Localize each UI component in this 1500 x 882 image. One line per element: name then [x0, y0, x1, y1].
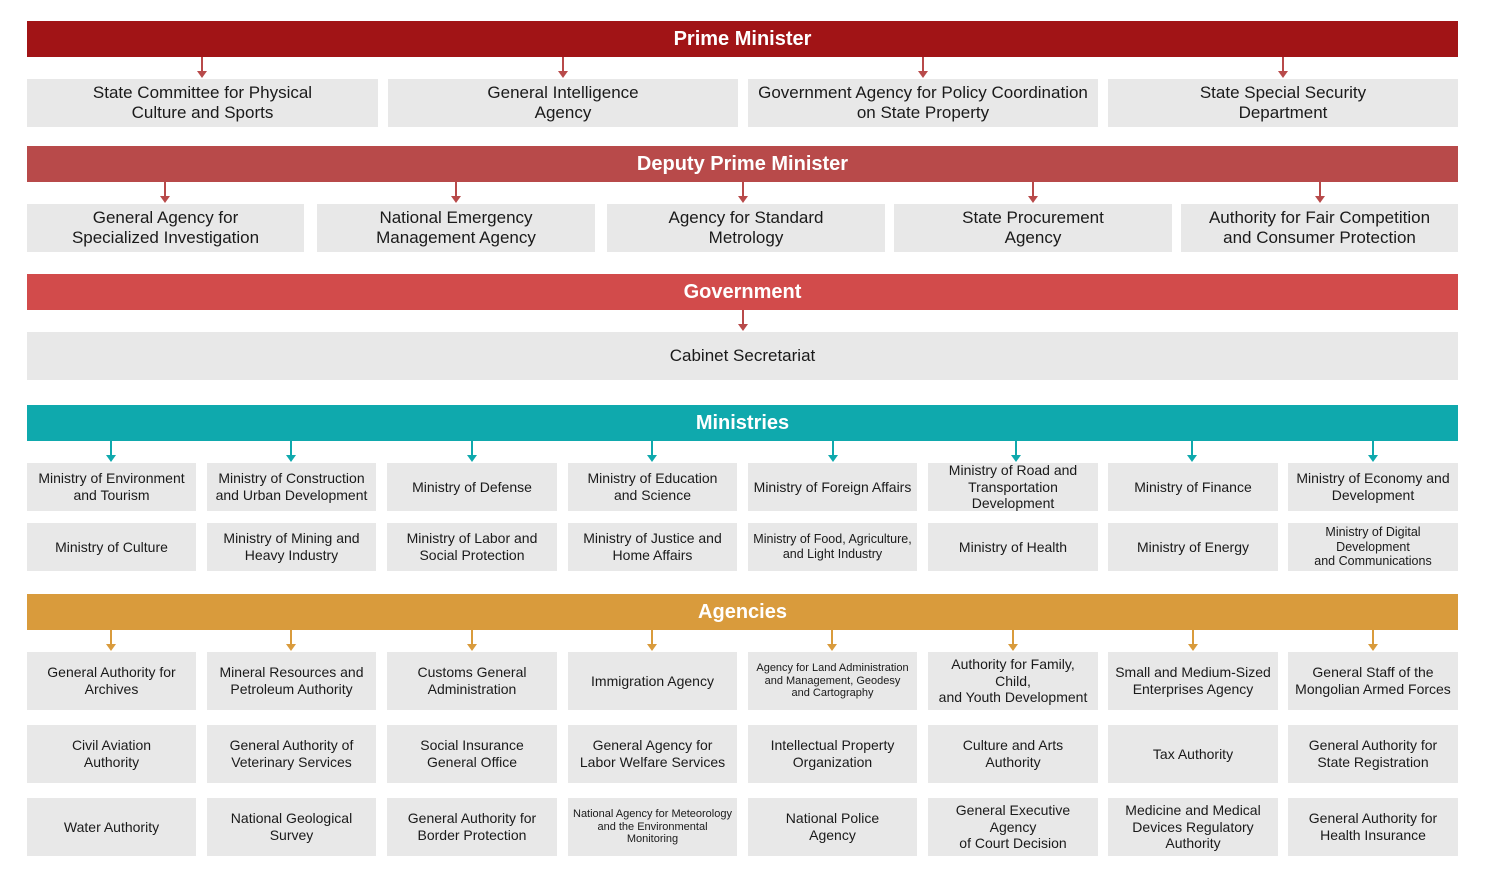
arrow-icon [106, 630, 116, 651]
ministry-box: Ministry of Finance [1108, 463, 1278, 511]
agency-box: General Authority for Health Insurance [1288, 798, 1458, 856]
arrow-icon [197, 57, 207, 78]
arrow-icon [647, 441, 657, 462]
pm-agency-box: Government Agency for Policy Coordinatio… [748, 79, 1098, 127]
ministry-box: Ministry of Energy [1108, 523, 1278, 571]
ministry-box: Ministry of Health [928, 523, 1098, 571]
arrow-icon [1008, 630, 1018, 651]
pm-agency-box: General Intelligence Agency [388, 79, 738, 127]
arrow-icon [738, 182, 748, 203]
arrow-icon [647, 630, 657, 651]
ministry-box: Ministry of Culture [27, 523, 196, 571]
arrow-icon [918, 57, 928, 78]
agency-box: General Agency for Labor Welfare Service… [568, 725, 737, 783]
ministry-box: Ministry of Environment and Tourism [27, 463, 196, 511]
agency-box: Social Insurance General Office [387, 725, 557, 783]
arrow-icon [1315, 182, 1325, 203]
agency-box: General Staff of the Mongolian Armed For… [1288, 652, 1458, 710]
ministry-box: Ministry of Construction and Urban Devel… [207, 463, 376, 511]
arrow-icon [1368, 441, 1378, 462]
arrow-icon [451, 182, 461, 203]
agency-box: Civil Aviation Authority [27, 725, 196, 783]
agency-box: Intellectual Property Organization [748, 725, 917, 783]
government-title: Government [683, 280, 802, 303]
ministry-box: Ministry of Defense [387, 463, 557, 511]
arrow-icon [558, 57, 568, 78]
arrow-icon [1028, 182, 1038, 203]
ministry-box: Ministry of Education and Science [568, 463, 737, 511]
prime-minister-title: Prime Minister [673, 27, 812, 50]
arrow-icon [160, 182, 170, 203]
ministry-box: Ministry of Labor and Social Protection [387, 523, 557, 571]
agency-box: National Police Agency [748, 798, 917, 856]
arrow-icon [828, 441, 838, 462]
agency-box: General Authority for Border Protection [387, 798, 557, 856]
ministries-title: Ministries [695, 411, 790, 434]
ministry-box: Ministry of Digital Development and Comm… [1288, 523, 1458, 571]
ministry-box: Ministry of Justice and Home Affairs [568, 523, 737, 571]
dpm-agency-box: Authority for Fair Competition and Consu… [1181, 204, 1458, 252]
arrow-icon [738, 310, 748, 331]
government-header: Government [27, 274, 1458, 310]
agency-box: Customs General Administration [387, 652, 557, 710]
arrow-icon [1011, 441, 1021, 462]
agency-box: National Agency for Meteorology and the … [568, 798, 737, 856]
agency-box: Medicine and Medical Devices Regulatory … [1108, 798, 1278, 856]
ministry-box: Ministry of Foreign Affairs [748, 463, 917, 511]
arrow-icon [1278, 57, 1288, 78]
arrow-icon [467, 630, 477, 651]
dpm-agency-box: Agency for Standard Metrology [607, 204, 885, 252]
agencies-title: Agencies [698, 600, 787, 623]
agency-box: Agency for Land Administration and Manag… [748, 652, 917, 710]
agency-box: Mineral Resources and Petroleum Authorit… [207, 652, 376, 710]
ministry-box: Ministry of Economy and Development [1288, 463, 1458, 511]
agency-box: Small and Medium-Sized Enterprises Agenc… [1108, 652, 1278, 710]
agency-box: Culture and Arts Authority [928, 725, 1098, 783]
agency-box: General Authority for Archives [27, 652, 196, 710]
arrow-icon [827, 630, 837, 651]
ministries-header: Ministries [27, 405, 1458, 441]
arrow-icon [286, 441, 296, 462]
agency-box: National Geological Survey [207, 798, 376, 856]
ministry-box: Ministry of Mining and Heavy Industry [207, 523, 376, 571]
arrow-icon [1188, 630, 1198, 651]
dpm-agency-box: General Agency for Specialized Investiga… [27, 204, 304, 252]
arrow-icon [1368, 630, 1378, 651]
arrow-icon [286, 630, 296, 651]
agency-box: General Authority for State Registration [1288, 725, 1458, 783]
agency-box: Water Authority [27, 798, 196, 856]
deputy-prime-minister-header: Deputy Prime Minister [27, 146, 1458, 182]
arrow-icon [1187, 441, 1197, 462]
dpm-agency-box: National Emergency Management Agency [317, 204, 595, 252]
dpm-agency-box: State Procurement Agency [894, 204, 1172, 252]
arrow-icon [467, 441, 477, 462]
deputy-prime-minister-title: Deputy Prime Minister [636, 152, 849, 175]
agency-box: General Authority of Veterinary Services [207, 725, 376, 783]
pm-agency-box: State Special Security Department [1108, 79, 1458, 127]
agencies-header: Agencies [27, 594, 1458, 630]
pm-agency-box: State Committee for Physical Culture and… [27, 79, 378, 127]
ministry-box: Ministry of Road and Transportation Deve… [928, 462, 1098, 511]
agency-box: Tax Authority [1108, 725, 1278, 783]
prime-minister-header: Prime Minister [27, 21, 1458, 57]
agency-box: General Executive Agency of Court Decisi… [928, 798, 1098, 856]
agency-box: Authority for Family, Child, and Youth D… [928, 652, 1098, 710]
ministry-box: Ministry of Food, Agriculture, and Light… [748, 523, 917, 571]
agency-box: Immigration Agency [568, 652, 737, 710]
arrow-icon [106, 441, 116, 462]
cabinet-secretariat-box: Cabinet Secretariat [27, 332, 1458, 380]
